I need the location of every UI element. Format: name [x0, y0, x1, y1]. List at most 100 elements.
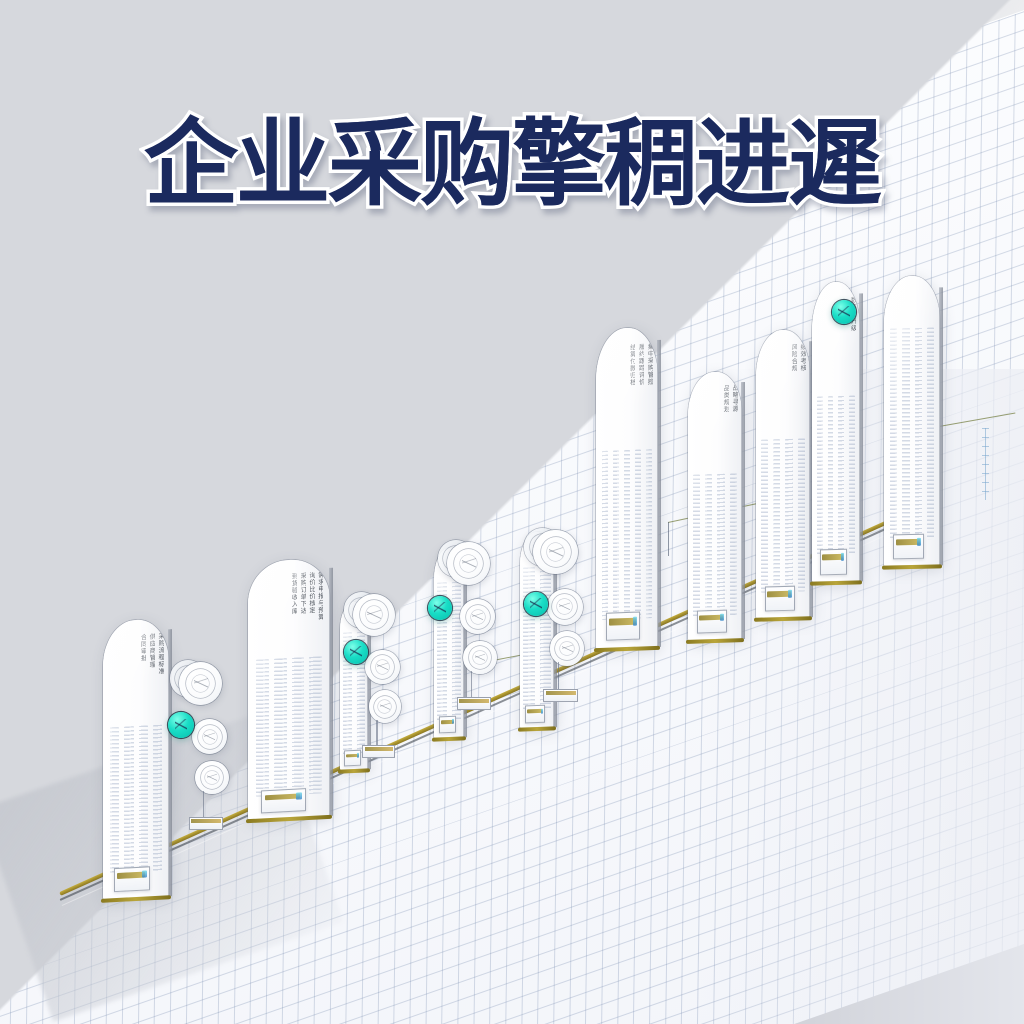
pedestal-cap — [459, 698, 489, 703]
badge-glyph-icon — [350, 646, 362, 658]
disc-icon[interactable] — [546, 588, 583, 625]
panel-board[interactable]: 绩效考核风险合规 — [754, 329, 813, 622]
panel-text-columns — [889, 327, 935, 541]
panel-heading-column: 采购流程标准 — [156, 632, 164, 675]
panel-board[interactable]: 需求申报与预算询价比价核定采购订单下达到货验收入库 — [246, 557, 333, 824]
disc-icon[interactable] — [352, 593, 396, 636]
disc-glyph-icon — [193, 676, 208, 691]
disc-icon[interactable] — [368, 690, 402, 724]
pedestal-cap — [364, 746, 394, 751]
panel-heading-column: 到货验收入库 — [290, 572, 298, 615]
base-card-bar — [895, 538, 921, 546]
panel-board[interactable]: 采购流程标准供应商管理合同审批 — [101, 618, 172, 903]
panel-text-column — [291, 657, 305, 795]
icon-cluster — [436, 540, 526, 730]
panel-text-column — [914, 327, 922, 540]
panel-text-column — [729, 473, 737, 616]
base-card-bar — [608, 617, 636, 626]
status-badge[interactable] — [524, 592, 548, 616]
status-badge[interactable] — [344, 640, 368, 664]
disc-glyph-icon — [377, 661, 389, 673]
panel-text-column — [761, 439, 769, 593]
base-card-marker — [142, 870, 147, 879]
panel-text-column — [256, 659, 269, 797]
disc-icon[interactable] — [549, 631, 585, 666]
cluster-pedestal — [456, 696, 491, 710]
panel-text-column — [838, 395, 845, 555]
status-badge[interactable] — [832, 300, 856, 324]
panel-face: 采购流程标准供应商管理合同审批 — [103, 618, 169, 900]
status-badge[interactable] — [168, 712, 194, 738]
panel-heading-columns: 集中采购管控履约跟踪评价结算付款归档 — [600, 343, 653, 454]
panel-text-columns — [693, 473, 737, 617]
badge-glyph-icon — [838, 306, 850, 318]
cluster-stem — [203, 791, 205, 819]
icon-cluster — [522, 528, 612, 718]
panel-text-column — [693, 474, 701, 617]
panel-side-edge — [741, 381, 745, 640]
panel-text-column — [109, 726, 120, 875]
panel-face: 需求申报与预算询价比价核定采购订单下达到货验收入库 — [248, 557, 330, 821]
cluster-pedestal — [362, 744, 396, 758]
panel-face: 数字化升级 — [812, 281, 860, 583]
disc-glyph-icon — [379, 701, 391, 712]
pedestal-cap — [545, 690, 576, 695]
panel-text-column — [827, 396, 834, 556]
base-card-marker — [840, 552, 845, 561]
panel-text-column — [785, 439, 793, 593]
disc-icon[interactable] — [463, 640, 497, 675]
disc-icon[interactable] — [179, 661, 223, 705]
panel-text-column — [926, 327, 935, 540]
badge-glyph-icon — [434, 602, 446, 614]
disc-icon[interactable] — [447, 541, 491, 585]
panel-board[interactable]: 数字化升级 — [810, 281, 863, 586]
cluster-stem — [471, 671, 473, 699]
panel-board[interactable]: 战略寻源品类规划 — [686, 371, 745, 644]
base-card-marker — [917, 537, 922, 546]
base-card-bar — [822, 553, 844, 561]
disc-icon[interactable] — [192, 719, 228, 755]
panel-side-edge — [657, 339, 661, 647]
cluster-pedestal — [543, 688, 579, 703]
panel-base-card[interactable] — [261, 788, 306, 814]
panel-text-column — [152, 724, 163, 873]
panel-text-columns — [761, 438, 805, 593]
panel-base-card[interactable] — [819, 548, 847, 575]
panel-text-column — [889, 328, 898, 541]
disc-icon[interactable] — [460, 599, 496, 635]
panel-heading-column: 品类规划 — [722, 384, 729, 414]
panel-board[interactable] — [882, 275, 943, 570]
panel-text-columns — [109, 724, 163, 875]
panel-heading-column: 采购订单下达 — [299, 572, 306, 615]
status-badge[interactable] — [428, 596, 452, 620]
panel-text-column — [309, 656, 322, 794]
panel-base-card[interactable] — [113, 866, 150, 893]
panel-text-column — [902, 328, 910, 541]
panel-base-card[interactable] — [764, 585, 795, 612]
cluster-stem — [376, 719, 378, 747]
panel-heading-column: 结算付款归档 — [628, 343, 636, 386]
base-card-marker — [296, 792, 303, 800]
panel-heading-columns: 绩效考核风险合规 — [759, 344, 806, 443]
disc-icon[interactable] — [365, 649, 400, 685]
panel-text-column — [634, 449, 641, 619]
panel-text-column — [645, 448, 652, 619]
panel-text-column — [705, 473, 713, 617]
base-card-marker — [632, 616, 638, 626]
disc-icon[interactable] — [533, 529, 578, 574]
panel-side-edge — [859, 293, 863, 582]
panel-heading-column: 供应商管理 — [148, 632, 155, 669]
panel-text-column — [273, 658, 287, 796]
panel-face: 绩效考核风险合规 — [756, 329, 810, 619]
panel-base-card[interactable] — [892, 533, 925, 560]
badge-glyph-icon — [530, 598, 542, 610]
panel-base-card[interactable] — [696, 609, 727, 634]
panel-text-column — [816, 396, 823, 556]
disc-icon[interactable] — [195, 760, 229, 795]
panel-face — [884, 275, 940, 567]
icon-cluster — [342, 592, 432, 782]
panel-heading-columns: 需求申报与预算询价比价核定采购订单下达到货验收入库 — [253, 571, 323, 662]
panel-heading-column: 风险合规 — [790, 344, 797, 373]
disc-glyph-icon — [367, 607, 381, 622]
panel-text-column — [138, 724, 148, 873]
